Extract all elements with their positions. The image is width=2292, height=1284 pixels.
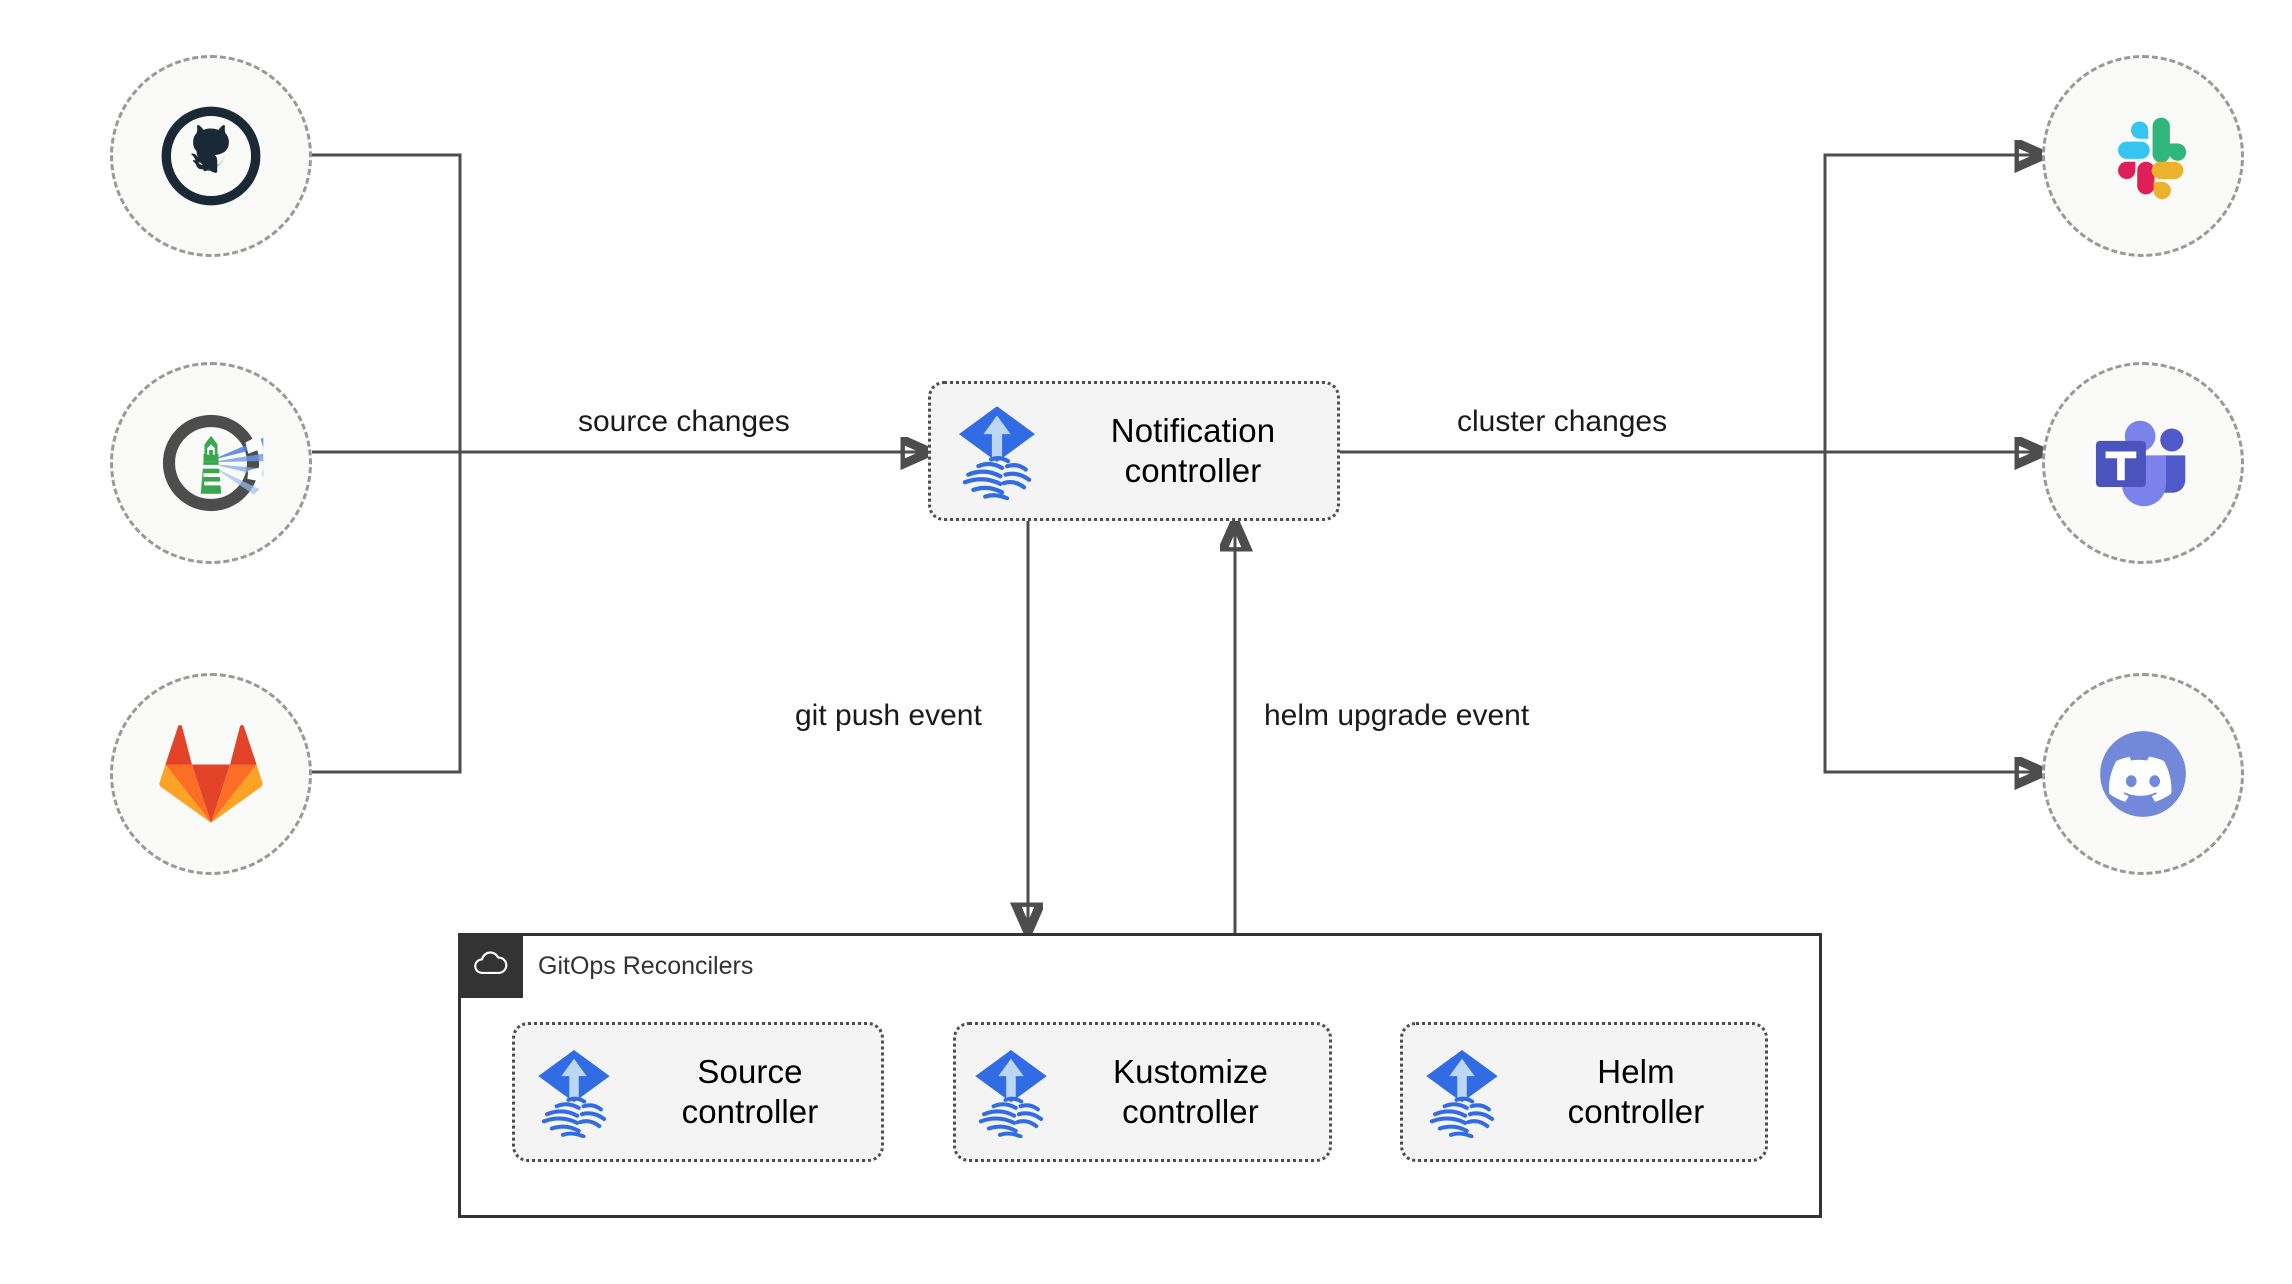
edge-label-source-changes: source changes — [578, 405, 790, 438]
edge-notification-to-discord — [1823, 452, 2042, 772]
source-node-flux[interactable] — [110, 362, 312, 564]
source-controller-box[interactable]: Source controller — [512, 1022, 884, 1162]
edge-label-helm-upgrade-event: helm upgrade event — [1264, 699, 1530, 732]
flux-lighthouse-icon — [155, 407, 267, 519]
target-node-slack[interactable] — [2042, 55, 2244, 257]
source-node-github[interactable] — [110, 55, 312, 257]
slack-icon — [2095, 108, 2191, 204]
flux-logo-icon — [1403, 1046, 1521, 1138]
cloud-icon — [473, 950, 509, 981]
flux-logo-icon — [956, 1046, 1066, 1138]
flux-logo-icon — [515, 1046, 633, 1138]
helm-controller-label: Helm controller — [1567, 1052, 1705, 1130]
edge-label-cluster-changes: cluster changes — [1457, 405, 1668, 438]
helm-controller-box[interactable]: Helm controller — [1400, 1022, 1768, 1162]
edge-notification-to-slack — [1823, 155, 2042, 452]
kustomize-controller-label: Kustomize controller — [1113, 1052, 1268, 1130]
source-controller-label: Source controller — [681, 1052, 819, 1130]
group-tab — [458, 933, 523, 998]
edge-github-to-notification — [312, 153, 462, 452]
group-title: GitOps Reconcilers — [538, 952, 754, 980]
notification-controller-label: Notification controller — [1110, 411, 1276, 489]
gitlab-icon — [158, 724, 264, 824]
target-node-discord[interactable] — [2042, 673, 2244, 875]
discord-icon — [2092, 723, 2194, 825]
edge-gitlab-to-notification — [312, 452, 462, 774]
kustomize-controller-box[interactable]: Kustomize controller — [953, 1022, 1332, 1162]
github-icon — [159, 104, 263, 208]
edge-label-git-push-event: git push event — [795, 699, 982, 732]
notification-controller-box[interactable]: Notification controller — [928, 381, 1340, 521]
flux-logo-icon — [931, 402, 1063, 500]
source-node-gitlab[interactable] — [110, 673, 312, 875]
microsoft-teams-icon — [2089, 415, 2197, 511]
target-node-teams[interactable] — [2042, 362, 2244, 564]
